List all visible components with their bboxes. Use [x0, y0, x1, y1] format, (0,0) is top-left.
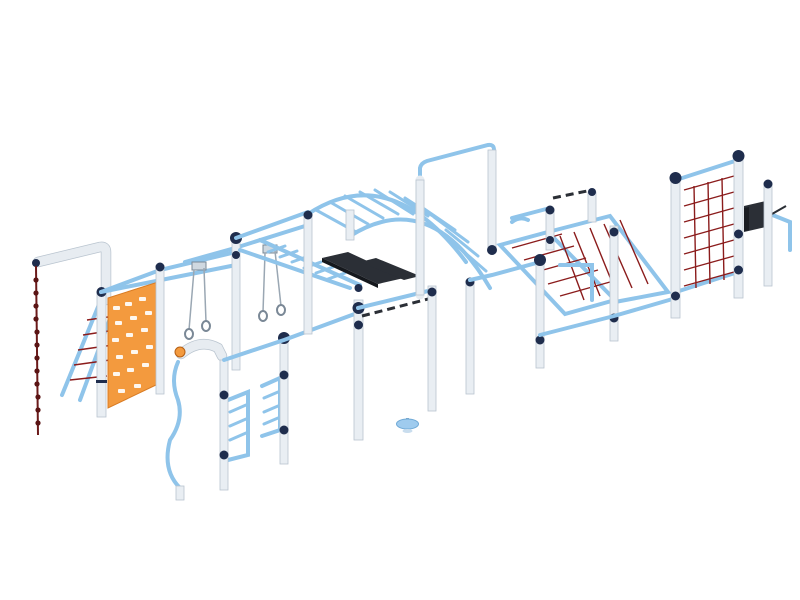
step-ladders — [226, 374, 282, 462]
sign-panel — [744, 200, 792, 252]
post — [303, 210, 313, 335]
rings-frame — [183, 224, 307, 264]
rotating-disc — [396, 418, 419, 433]
post — [345, 209, 355, 241]
post — [465, 277, 475, 395]
post — [96, 287, 107, 418]
post — [487, 149, 497, 255]
post — [230, 232, 242, 371]
post — [732, 150, 745, 299]
vertical-net-ladder — [674, 158, 740, 294]
post — [219, 359, 229, 491]
pull-up-grip-bar — [361, 296, 433, 318]
frame-bar — [222, 310, 362, 362]
frame-climb-bar — [510, 188, 593, 224]
climbing-rope — [33, 265, 41, 436]
swirl-bar — [165, 338, 228, 501]
post — [534, 254, 546, 369]
post — [669, 172, 682, 319]
pull-up-bar — [415, 142, 496, 300]
post — [587, 188, 597, 223]
post — [278, 332, 290, 465]
post — [545, 205, 555, 251]
diagonal-ladder — [60, 300, 117, 402]
frame-bar — [468, 260, 542, 282]
climbing-wall-panel — [107, 281, 159, 409]
post — [427, 285, 437, 412]
frame-bars-left — [99, 250, 238, 294]
bench-platform — [322, 252, 420, 288]
post — [415, 179, 425, 296]
post — [763, 179, 773, 287]
frame-bar — [538, 296, 678, 337]
rope-climb — [32, 241, 112, 436]
horizontal-ladder — [234, 210, 362, 290]
post — [155, 262, 165, 395]
post — [352, 284, 365, 441]
post — [609, 225, 619, 342]
